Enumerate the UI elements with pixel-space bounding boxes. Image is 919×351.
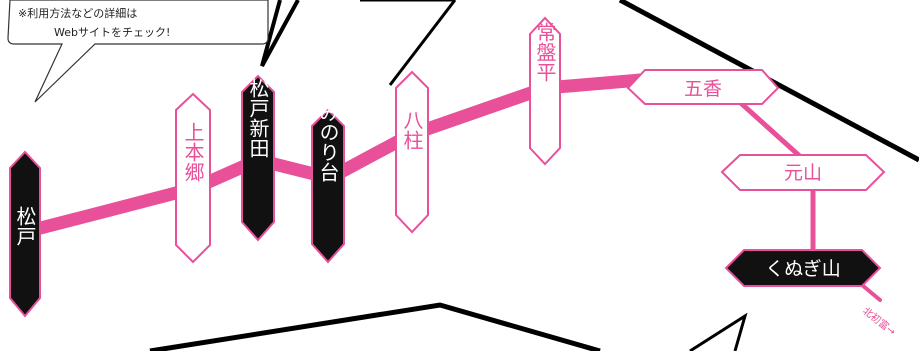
station-goka[interactable]: 五香 (626, 69, 780, 105)
station-motoyama[interactable]: 元山 (720, 154, 886, 191)
notice-line-2: Webサイトをチェック! (54, 26, 170, 39)
station-kamihongo[interactable]: 上本郷 (175, 92, 211, 264)
station-minoridai[interactable]: みのり台 (311, 102, 345, 264)
notice-line-1: ※利用方法などの詳細は (18, 6, 137, 20)
station-matsudo-shinden-label: 松戸新田 (246, 78, 270, 158)
station-matsudo-shinden[interactable]: 松戸新田 (241, 74, 275, 242)
station-yabashira[interactable]: 八柱 (395, 70, 429, 234)
station-tokiwadaira-label: 常盤平 (533, 22, 557, 82)
station-matsudo[interactable]: 松戸 (9, 150, 41, 318)
station-goka-label: 五香 (684, 78, 722, 100)
station-motoyama-label: 元山 (784, 162, 822, 184)
station-kunugiyama[interactable]: くぬぎ山 (724, 249, 882, 287)
route-main-line (18, 73, 707, 239)
station-tokiwadaira[interactable]: 常盤平 (529, 16, 561, 166)
station-kunugiyama-label: くぬぎ山 (765, 258, 841, 280)
station-yabashira-label: 八柱 (400, 110, 424, 150)
station-minoridai-label: みのり台 (316, 102, 340, 182)
notice-bubble: ※利用方法などの詳細は Webサイトをチェック! (7, 0, 269, 103)
direction-label: 北初富→ (860, 304, 898, 338)
station-kamihongo-label: 上本郷 (181, 122, 205, 182)
station-matsudo-label: 松戸 (13, 206, 37, 246)
